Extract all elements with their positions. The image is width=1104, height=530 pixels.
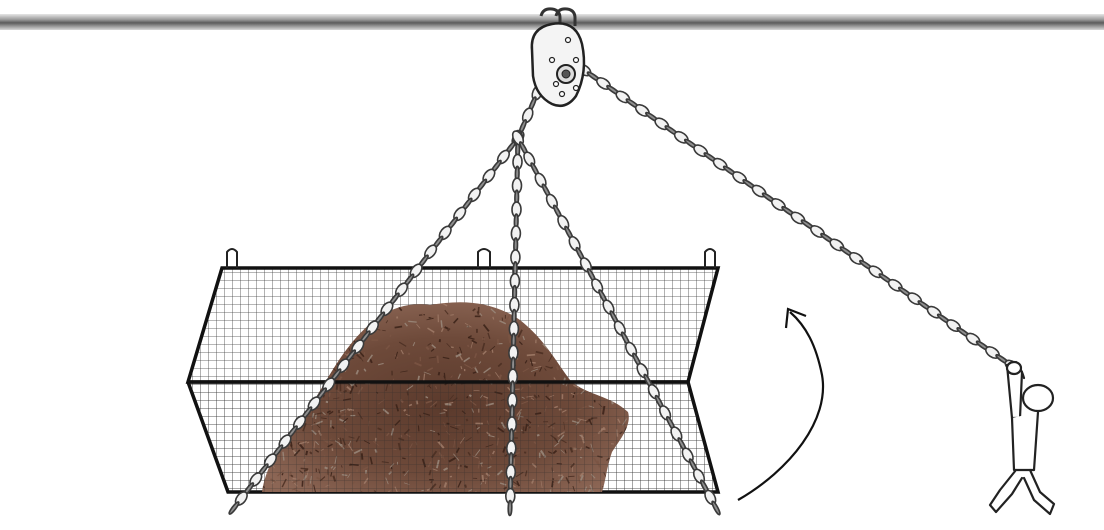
person-head <box>1023 385 1053 411</box>
person-right-leg <box>1024 470 1054 514</box>
person <box>990 362 1054 514</box>
person-torso <box>1012 412 1038 470</box>
cage-hook-right <box>705 249 715 268</box>
cage-hook-middle <box>478 249 490 268</box>
person-hands <box>1007 362 1021 374</box>
pulley-body <box>532 23 584 105</box>
cage-hook-left <box>227 249 237 268</box>
rotation-arrow <box>738 309 823 500</box>
person-left-leg <box>990 470 1022 512</box>
